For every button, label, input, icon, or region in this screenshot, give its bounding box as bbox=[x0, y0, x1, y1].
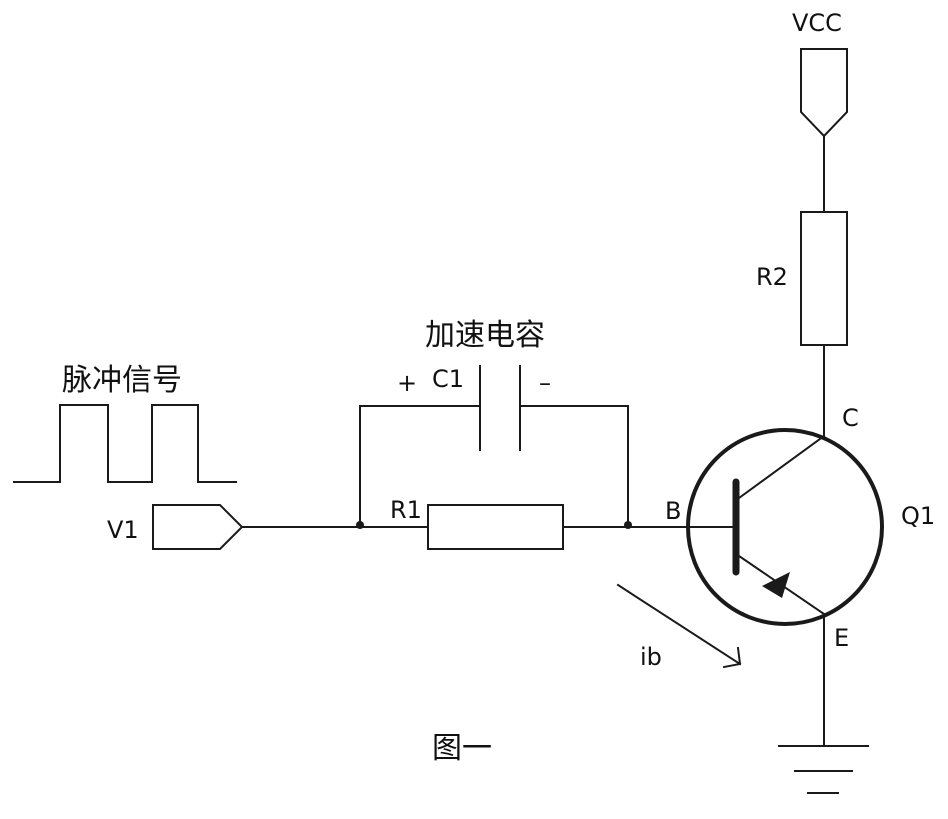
r2-label: R2 bbox=[756, 263, 788, 291]
figure-caption: 图一 bbox=[432, 731, 492, 766]
vcc-port bbox=[800, 48, 848, 138]
wire-cap-right bbox=[519, 405, 629, 526]
ib-arrow-head bbox=[722, 646, 742, 669]
v1-port bbox=[152, 504, 244, 550]
ib-arrow-shaft bbox=[616, 583, 742, 666]
v1-label: V1 bbox=[107, 516, 139, 544]
pulse-waveform bbox=[13, 404, 237, 483]
q1-transistor-body bbox=[686, 428, 884, 626]
r1-resistor bbox=[427, 504, 564, 550]
ib-label: ib bbox=[640, 643, 662, 671]
r1-label: R1 bbox=[390, 496, 422, 524]
emitter-label: E bbox=[834, 624, 849, 652]
pulse-signal-label: 脉冲信号 bbox=[62, 363, 182, 398]
plus-label: + bbox=[397, 369, 417, 397]
c1-label: C1 bbox=[432, 365, 464, 393]
accel-cap-label: 加速电容 bbox=[425, 318, 545, 353]
collector-label: C bbox=[842, 404, 859, 432]
wire-cap-left bbox=[359, 405, 481, 526]
minus-label: – bbox=[539, 369, 551, 397]
q1-emitter-arrow bbox=[762, 572, 790, 598]
base-label: B bbox=[665, 497, 681, 525]
vcc-label: VCC bbox=[792, 9, 842, 37]
r2-resistor bbox=[800, 211, 848, 346]
q1-collector-lead bbox=[737, 434, 826, 500]
q1-label: Q1 bbox=[901, 502, 935, 530]
